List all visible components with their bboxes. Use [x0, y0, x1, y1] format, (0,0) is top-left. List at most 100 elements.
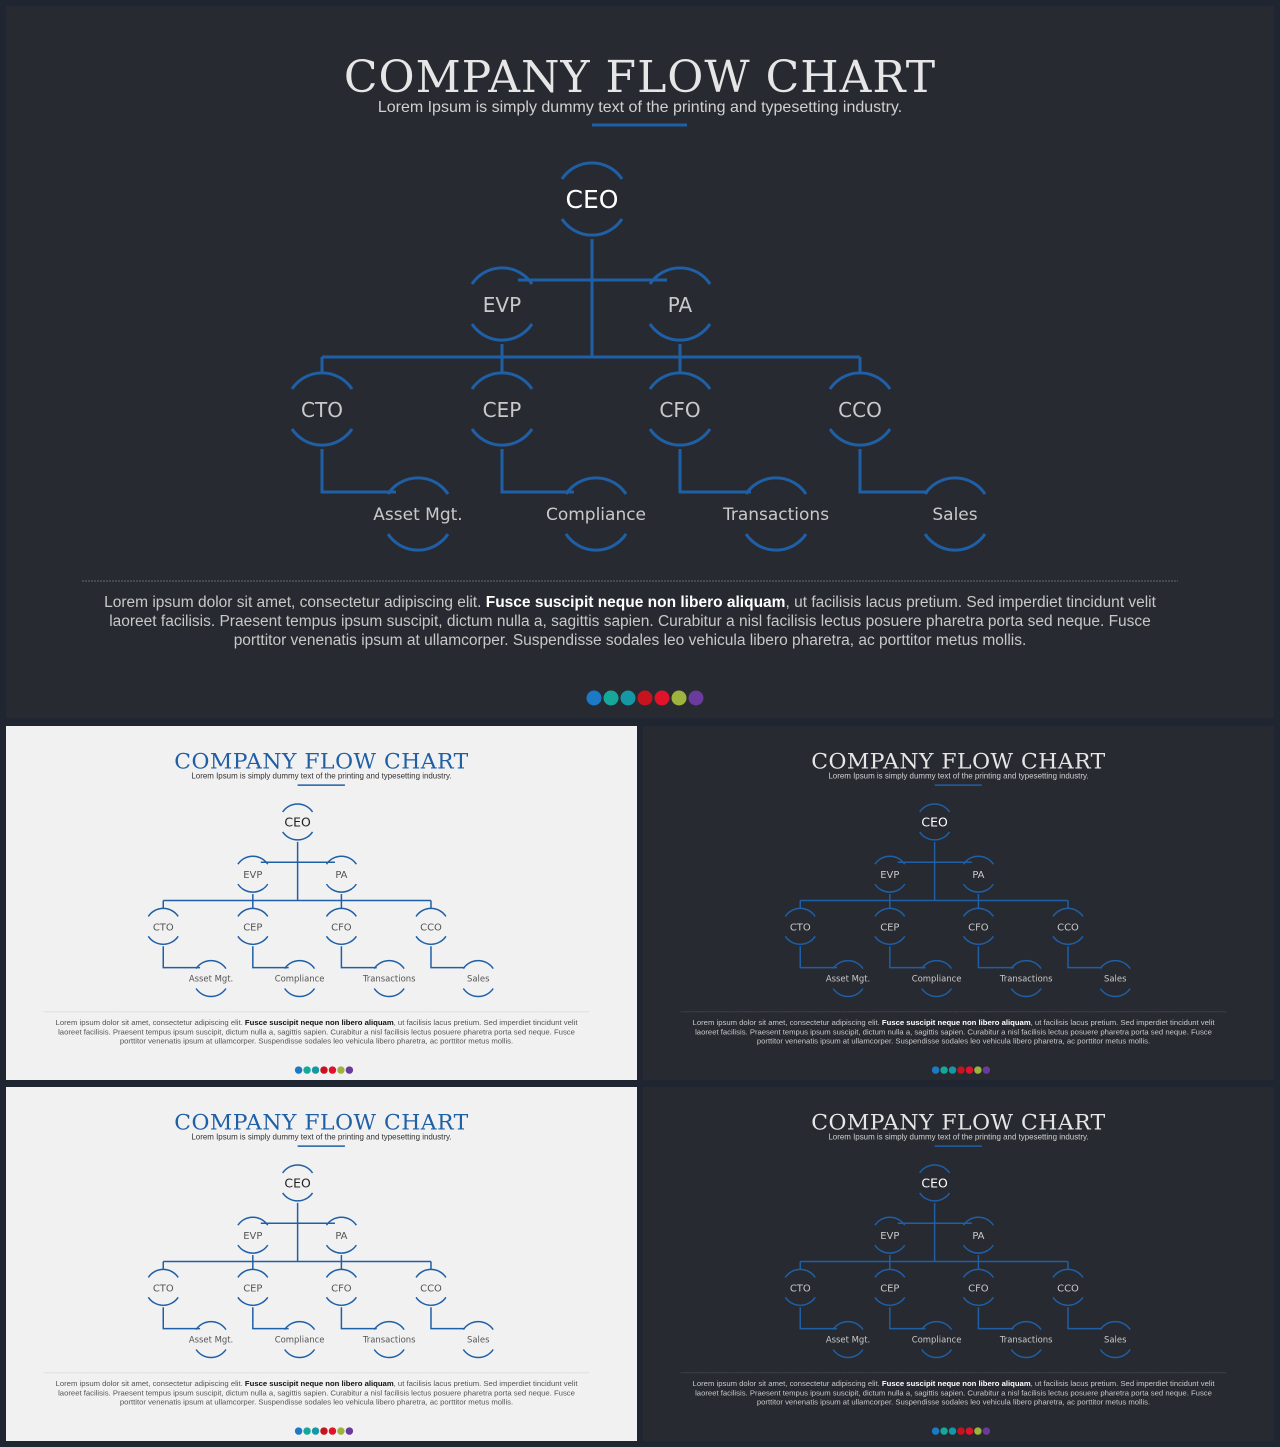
color-dot: [337, 1066, 345, 1074]
color-dot: [940, 1427, 948, 1435]
color-dot: [940, 1066, 948, 1074]
color-dot: [957, 1427, 965, 1435]
color-dot: [294, 1427, 303, 1435]
node-arcs: [147, 803, 494, 998]
node-cfo: CFO: [331, 922, 352, 933]
node-arcs: [784, 803, 1131, 998]
slide-thumbnail-light-2[interactable]: COMPANY FLOW CHART Lorem Ipsum is simply…: [6, 1087, 637, 1441]
body-line-1: Lorem ipsum dolor sit amet, consectetur …: [56, 1018, 579, 1027]
slide-thumbnail-dark-2[interactable]: COMPANY FLOW CHART Lorem Ipsum is simply…: [643, 1087, 1274, 1441]
color-dot: [603, 690, 619, 706]
color-dots: [586, 690, 704, 706]
body-line-3: porttitor venenatis ipsum at ullamcorper…: [120, 1037, 513, 1046]
body-line-2: laoreet facilisis. Praesent tempus ipsum…: [58, 1027, 575, 1036]
org-connectors: [799, 1202, 1102, 1330]
color-dot: [303, 1066, 311, 1074]
color-dot: [320, 1427, 328, 1435]
org-connectors: [162, 841, 465, 969]
node-evp: EVP: [880, 870, 899, 881]
slide-title: COMPANY FLOW CHART: [811, 750, 1106, 775]
body-line-2: laoreet facilisis. Praesent tempus ipsum…: [695, 1388, 1212, 1397]
color-dot: [974, 1066, 982, 1074]
slide-title: COMPANY FLOW CHART: [174, 1111, 469, 1136]
node-compliance: Compliance: [275, 974, 325, 984]
color-dot: [320, 1066, 328, 1074]
node-cep: CEP: [880, 1283, 899, 1294]
slide-title: COMPANY FLOW CHART: [344, 52, 936, 103]
color-dot: [311, 1427, 320, 1435]
node-cto: CTO: [153, 1283, 174, 1294]
node-transactions: Transactions: [722, 505, 829, 525]
node-cto: CTO: [153, 922, 174, 933]
color-dot: [303, 1427, 311, 1435]
node-cep: CEP: [243, 922, 262, 933]
node-evp: EVP: [243, 1231, 262, 1242]
slide-thumbnail-light-1[interactable]: COMPANY FLOW CHART Lorem Ipsum is simply…: [6, 726, 637, 1080]
node-cfo: CFO: [968, 922, 989, 933]
body-line-1: Lorem ipsum dolor sit amet, consectetur …: [56, 1379, 579, 1388]
color-dot: [345, 1066, 354, 1074]
color-dot: [948, 1066, 957, 1074]
slide-thumbnail-dark-1[interactable]: COMPANY FLOW CHART Lorem Ipsum is simply…: [643, 726, 1274, 1080]
body-line-1: Lorem ipsum dolor sit amet, consectetur …: [104, 594, 1157, 611]
color-dots: [294, 1066, 354, 1074]
color-dot: [974, 1427, 982, 1435]
slide-title: COMPANY FLOW CHART: [811, 1111, 1106, 1136]
node-compliance: Compliance: [912, 1335, 962, 1345]
color-dot: [982, 1427, 991, 1435]
color-dot: [328, 1066, 337, 1074]
color-dot: [294, 1066, 303, 1074]
color-dot: [654, 690, 670, 706]
node-compliance: Compliance: [912, 974, 962, 984]
node-ceo: CEO: [284, 1175, 311, 1190]
body-line-2: laoreet facilisis. Praesent tempus ipsum…: [58, 1388, 575, 1397]
node-cep: CEP: [483, 398, 522, 422]
node-arcs: [147, 1164, 494, 1359]
org-connectors: [162, 1202, 465, 1330]
body-line-1: Lorem ipsum dolor sit amet, consectetur …: [693, 1379, 1216, 1388]
node-arcs: [290, 161, 987, 552]
color-dot: [931, 1066, 940, 1074]
color-dot: [586, 690, 602, 706]
node-sales: Sales: [467, 1335, 489, 1345]
slide-subtitle: Lorem Ipsum is simply dummy text of the …: [191, 772, 451, 781]
body-line-3: porttitor venenatis ipsum at ullamcorper…: [234, 632, 1027, 649]
node-transactions: Transactions: [362, 974, 416, 984]
node-cco: CCO: [1057, 1283, 1079, 1294]
node-asset-mgt: Asset Mgt.: [373, 505, 462, 525]
node-cco: CCO: [1057, 922, 1079, 933]
node-ceo: CEO: [566, 185, 619, 214]
color-dot: [688, 690, 704, 706]
node-pa: PA: [335, 870, 347, 881]
node-sales: Sales: [1104, 974, 1126, 984]
node-cco: CCO: [420, 922, 442, 933]
node-transactions: Transactions: [999, 1335, 1053, 1345]
slide-title: COMPANY FLOW CHART: [174, 750, 469, 775]
node-evp: EVP: [880, 1231, 899, 1242]
slide-subtitle: Lorem Ipsum is simply dummy text of the …: [378, 99, 902, 116]
org-connectors: [799, 841, 1102, 969]
slide-subtitle: Lorem Ipsum is simply dummy text of the …: [191, 1133, 451, 1142]
color-dot: [965, 1066, 974, 1074]
org-connectors: [320, 239, 928, 494]
body-line-3: porttitor venenatis ipsum at ullamcorper…: [120, 1398, 513, 1407]
color-dot: [311, 1066, 320, 1074]
color-dots: [931, 1427, 991, 1435]
node-cep: CEP: [880, 922, 899, 933]
color-dot: [982, 1066, 991, 1074]
node-cfo: CFO: [968, 1283, 989, 1294]
color-dots: [931, 1066, 991, 1074]
color-dot: [957, 1066, 965, 1074]
node-pa: PA: [668, 293, 693, 317]
node-cto: CTO: [301, 398, 343, 422]
color-dot: [965, 1427, 974, 1435]
node-asset-mgt: Asset Mgt.: [826, 1335, 870, 1345]
color-dot: [620, 690, 636, 706]
body-line-3: porttitor venenatis ipsum at ullamcorper…: [757, 1037, 1150, 1046]
body-line-3: porttitor venenatis ipsum at ullamcorper…: [757, 1398, 1150, 1407]
color-dot: [637, 690, 653, 706]
color-dots: [294, 1427, 354, 1435]
body-line-2: laoreet facilisis. Praesent tempus ipsum…: [695, 1027, 1212, 1036]
slide-subtitle: Lorem Ipsum is simply dummy text of the …: [828, 772, 1088, 781]
body-line-1: Lorem ipsum dolor sit amet, consectetur …: [693, 1018, 1216, 1027]
